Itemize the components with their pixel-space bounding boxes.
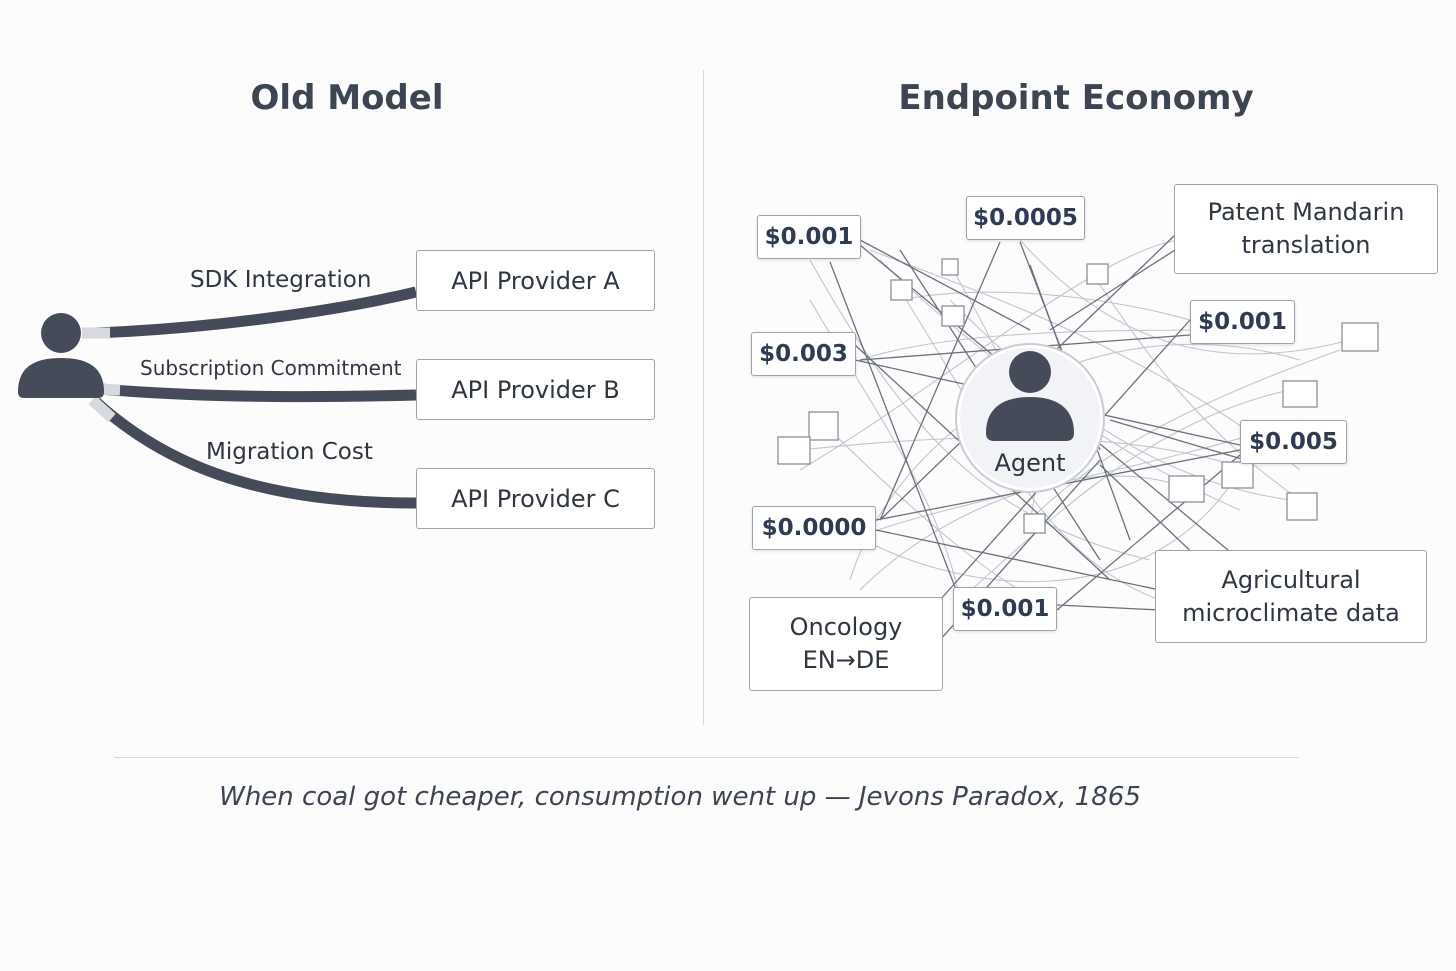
old-model-title: Old Model [250, 78, 444, 118]
endpoint-line: EN→DE [802, 646, 890, 674]
agent-icon [986, 351, 1074, 441]
small-node-squares [777, 258, 1379, 534]
connector-b [99, 383, 417, 403]
price-tag: $0.0005 [966, 196, 1085, 240]
migration-cost-label: Migration Cost [206, 439, 373, 465]
api-provider-a-box: API Provider A [416, 250, 655, 311]
endpoint-patent-mandarin: Patent Mandarin translation [1174, 184, 1438, 274]
endpoint-line: Oncology [789, 613, 903, 641]
agent-node [955, 343, 1105, 493]
endpoint-line: Agricultural [1221, 565, 1361, 594]
section-divider [703, 70, 704, 725]
endpoint-oncology: Oncology EN→DE [749, 597, 943, 691]
endpoint-agricultural-microclimate: Agricultural microclimate data [1155, 550, 1427, 643]
price-tag: $0.005 [1240, 420, 1347, 464]
connector-c [92, 397, 417, 509]
endpoint-line: Patent Mandarin [1207, 198, 1405, 226]
price-tag: $0.001 [757, 215, 861, 259]
price-tag: $0.001 [1190, 300, 1295, 344]
price-tag: $0.0000 [752, 506, 876, 550]
connector-a [94, 286, 418, 339]
connector-c-light [88, 395, 116, 423]
subscription-commitment-label: Subscription Commitment [140, 356, 402, 380]
api-provider-b-box: API Provider B [416, 359, 655, 420]
price-tag: $0.003 [751, 332, 856, 376]
endpoint-line: microclimate data [1182, 598, 1400, 627]
caption: When coal got cheaper, consumption went … [219, 782, 1141, 812]
user-icon [18, 313, 104, 398]
endpoint-line: translation [1241, 231, 1371, 259]
agent-label: Agent [994, 449, 1066, 477]
endpoint-economy-title: Endpoint Economy [898, 78, 1254, 118]
api-provider-c-box: API Provider C [416, 468, 655, 529]
sdk-integration-label: SDK Integration [190, 267, 372, 293]
caption-divider [114, 757, 1299, 758]
price-tag: $0.001 [953, 587, 1057, 631]
